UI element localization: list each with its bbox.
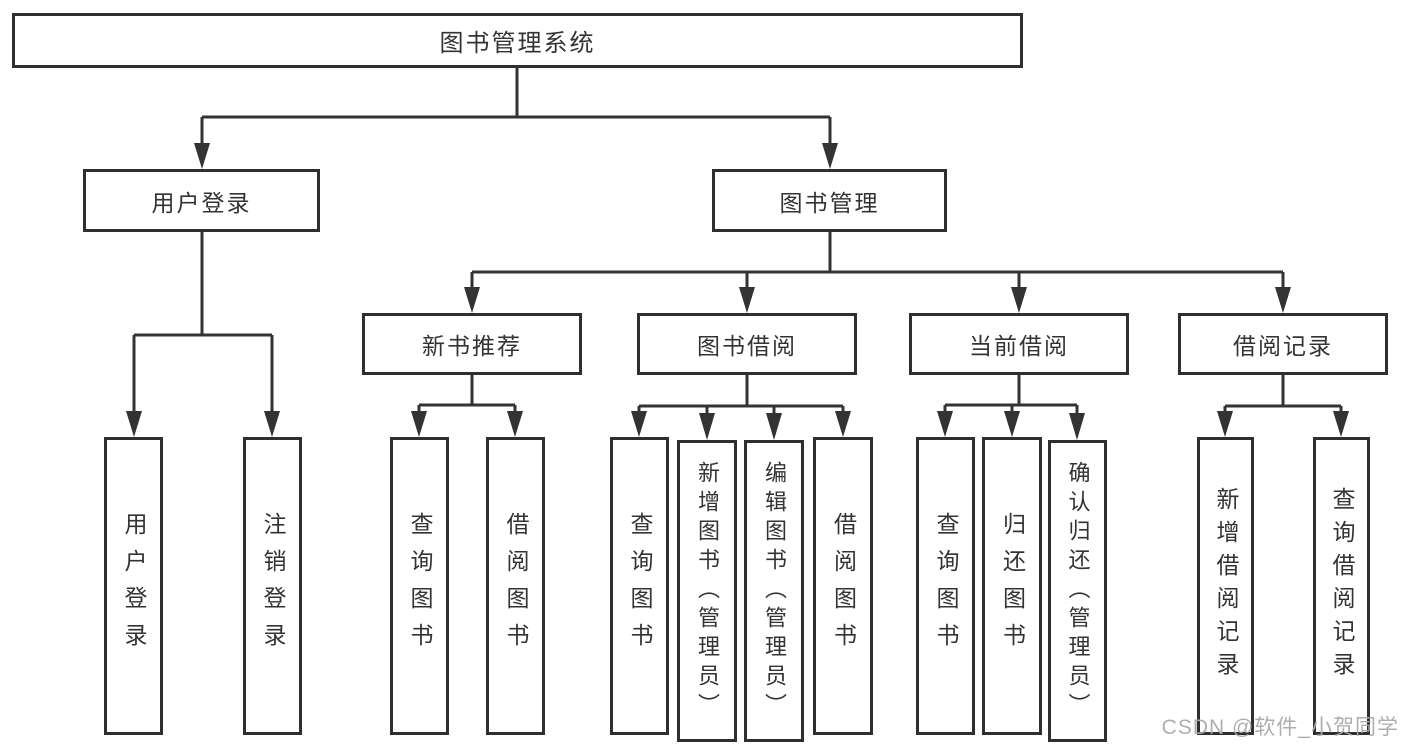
leaf-add-book-admin: 新增图书（管理员） bbox=[677, 440, 737, 742]
leaf-query-borrow-record: 查询借阅记录 bbox=[1313, 437, 1370, 735]
node-label: 借阅记录 bbox=[1233, 333, 1333, 359]
node-borrow-record: 借阅记录 bbox=[1178, 313, 1388, 375]
leaf-label: 确认归还（管理员） bbox=[1065, 460, 1091, 722]
leaf-label: 编辑图书（管理员） bbox=[762, 460, 787, 722]
node-label: 图书管理系统 bbox=[439, 30, 596, 57]
leaf-label: 查询借阅记录 bbox=[1329, 487, 1355, 685]
leaf-query-book-3: 查询图书 bbox=[916, 437, 975, 735]
leaf-label: 注销登录 bbox=[260, 512, 286, 660]
leaf-query-book-2: 查询图书 bbox=[610, 437, 669, 735]
csdn-watermark: CSDN @软件_小贺同学 bbox=[1161, 716, 1399, 739]
node-library-management-system: 图书管理系统 bbox=[12, 13, 1023, 68]
leaf-query-book-1: 查询图书 bbox=[390, 437, 449, 735]
leaf-label: 查询图书 bbox=[407, 512, 433, 660]
leaf-add-borrow-record: 新增借阅记录 bbox=[1197, 437, 1254, 735]
node-current-borrow: 当前借阅 bbox=[909, 313, 1129, 375]
leaf-confirm-return-admin: 确认归还（管理员） bbox=[1048, 440, 1107, 742]
leaf-label: 借阅图书 bbox=[830, 512, 857, 660]
leaf-label: 归还图书 bbox=[999, 512, 1026, 660]
node-book-management: 图书管理 bbox=[712, 169, 947, 232]
node-label: 新书推荐 bbox=[422, 333, 522, 359]
leaf-label: 新增图书（管理员） bbox=[695, 460, 720, 722]
leaf-borrow-book-1: 借阅图书 bbox=[486, 437, 545, 735]
leaf-label: 新增借阅记录 bbox=[1213, 487, 1239, 685]
node-label: 图书管理 bbox=[779, 189, 880, 216]
leaf-user-login: 用户登录 bbox=[104, 437, 163, 735]
leaf-edit-book-admin: 编辑图书（管理员） bbox=[744, 440, 804, 742]
node-new-book-recommend: 新书推荐 bbox=[362, 313, 582, 375]
leaf-label: 借阅图书 bbox=[503, 512, 529, 660]
leaf-label: 用户登录 bbox=[121, 512, 147, 660]
node-book-borrow: 图书借阅 bbox=[637, 313, 857, 375]
leaf-label: 查询图书 bbox=[933, 512, 959, 660]
node-label: 当前借阅 bbox=[969, 333, 1069, 359]
node-user-login: 用户登录 bbox=[83, 169, 320, 232]
leaf-borrow-book-2: 借阅图书 bbox=[813, 437, 873, 735]
node-label: 用户登录 bbox=[151, 189, 252, 216]
leaf-label: 查询图书 bbox=[627, 512, 653, 660]
leaf-return-book: 归还图书 bbox=[982, 437, 1042, 735]
leaf-logout: 注销登录 bbox=[243, 437, 302, 735]
node-label: 图书借阅 bbox=[697, 333, 797, 359]
